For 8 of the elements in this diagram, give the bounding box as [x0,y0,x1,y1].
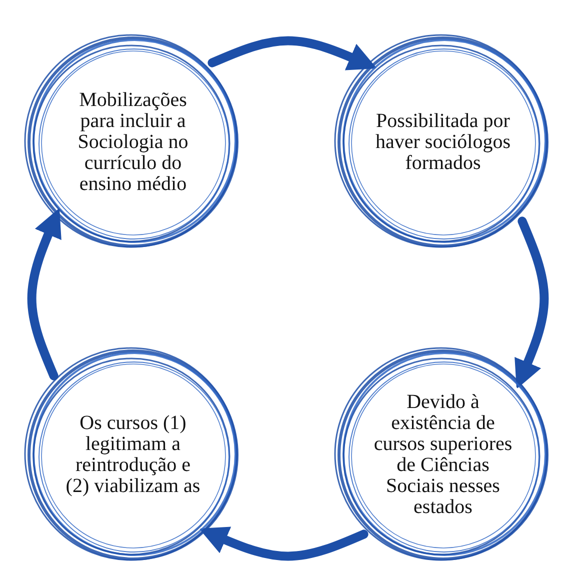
curved-arrow [27,208,62,380]
node-text: Possibilitada por haver sociólogos formados [374,110,512,174]
curved-arrow [514,216,549,390]
curved-arrow [208,36,377,70]
node-text: Os cursos (1) legitimam a reintrodução e (2) viabilizam as [64,413,202,497]
curved-arrow [199,526,368,561]
node-text: Devido à existência de cursos superiores de Ciências Sociais nesses estados [373,392,513,518]
node-text: Mobilizações para incluir a Sociologia no currículo do ensino médio [76,90,190,194]
